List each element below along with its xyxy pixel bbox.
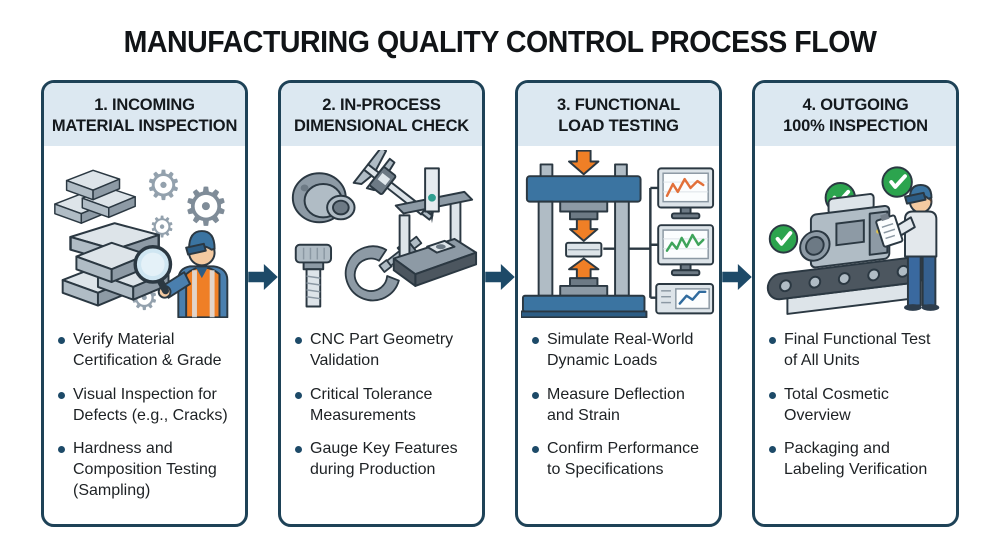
stage-2-title-line-2: DIMENSIONAL CHECK	[293, 116, 470, 135]
down-arrow-icon	[567, 150, 599, 176]
bullet-item: CNC Part Geometry Validation	[295, 330, 474, 372]
stage-1-title-line-2: MATERIAL INSPECTION	[51, 116, 238, 135]
right-arrow-icon	[248, 264, 278, 290]
ingots-gears-inspector-icon: ⚙ ⚙ ⚙ ⚙	[53, 162, 229, 319]
stage-4-title-line-2: 100% INSPECTION	[783, 116, 928, 135]
bullet-item: Simulate Real-World Dynamic Loads	[532, 330, 711, 372]
process-flow: 1. INCOMING MATERIAL INSPECTION ⚙ ⚙ ⚙ ⚙	[0, 80, 1000, 527]
stage-panel-2: 2. IN-PROCESS DIMENSIONAL CHECK	[278, 80, 485, 527]
page-title: MANUFACTURING QUALITY CONTROL PROCESS FL…	[123, 24, 877, 59]
stage-1-header: 1. INCOMING MATERIAL INSPECTION	[44, 83, 245, 147]
stage-3-illustration	[518, 146, 719, 323]
right-arrow-icon	[722, 264, 752, 290]
data-logger-icon	[654, 283, 714, 315]
monitor-icon	[656, 224, 714, 277]
bullet-item: Verify Material Certification & Grade	[58, 330, 237, 372]
stage-1-title-line-1: 1. INCOMING	[94, 96, 195, 114]
stage-4-bullets: Final Functional Test of All Units Total…	[755, 330, 956, 494]
load-arrows-icon	[567, 150, 599, 280]
bullet-item: Hardness and Composition Testing (Sampli…	[58, 439, 237, 501]
product-unit-icon	[798, 193, 890, 269]
right-arrow-icon	[485, 264, 515, 290]
stage-2-title-line-1: 2. IN-PROCESS	[322, 96, 441, 114]
inspector-icon	[157, 230, 228, 319]
bullet-item: Packaging and Labeling Verification	[769, 439, 948, 481]
final-inspection-icon	[766, 166, 939, 316]
bullet-item: Measure Deflection and Strain	[532, 385, 711, 427]
bullet-item: Confirm Performance to Specifications	[532, 439, 711, 481]
clipboard-icon	[874, 213, 903, 248]
load-test-press-icon	[520, 150, 714, 319]
check-circle-icon	[768, 224, 798, 254]
stage-2-bullets: CNC Part Geometry Validation Critical To…	[281, 330, 482, 494]
stage-4-title-line-1: 4. OUTGOING	[802, 96, 909, 114]
flow-arrow-3	[722, 80, 752, 290]
stage-panel-1: 1. INCOMING MATERIAL INSPECTION ⚙ ⚙ ⚙ ⚙	[41, 80, 248, 527]
cmm-machine-icon	[392, 167, 477, 288]
stage-4-illustration	[755, 146, 956, 323]
stage-panel-4: 4. OUTGOING 100% INSPECTION	[752, 80, 959, 527]
bullet-item: Total Cosmetic Overview	[769, 385, 948, 427]
flow-arrow-2	[485, 80, 515, 290]
stage-1-bullets: Verify Material Certification & Grade Vi…	[44, 330, 245, 515]
magnifier-icon	[132, 245, 172, 295]
inspector-icon	[874, 184, 939, 312]
stage-3-bullets: Simulate Real-World Dynamic Loads Measur…	[518, 330, 719, 494]
bolt-icon	[294, 244, 332, 308]
metrology-tools-icon	[291, 150, 477, 308]
stage-3-title-line-2: LOAD TESTING	[558, 116, 679, 135]
bullet-item: Final Functional Test of All Units	[769, 330, 948, 372]
up-arrow-icon	[567, 257, 599, 280]
bullet-item: Gauge Key Features during Production	[295, 439, 474, 481]
svg-text:⚙: ⚙	[145, 162, 182, 210]
stage-2-illustration	[281, 146, 482, 323]
stage-4-header: 4. OUTGOING 100% INSPECTION	[755, 83, 956, 147]
stage-2-header: 2. IN-PROCESS DIMENSIONAL CHECK	[281, 83, 482, 147]
check-circle-icon	[880, 166, 913, 198]
stage-panel-3: 3. FUNCTIONAL LOAD TESTING	[515, 80, 722, 527]
bullet-item: Visual Inspection for Defects (e.g., Cra…	[58, 385, 237, 427]
press-machine-icon	[520, 163, 647, 319]
stage-3-header: 3. FUNCTIONAL LOAD TESTING	[518, 83, 719, 147]
bullet-item: Critical Tolerance Measurements	[295, 385, 474, 427]
svg-text:⚙: ⚙	[182, 177, 229, 238]
flow-arrow-1	[248, 80, 278, 290]
machined-part-icon	[291, 172, 356, 224]
stage-3-title-line-1: 3. FUNCTIONAL	[557, 96, 680, 114]
stage-1-illustration: ⚙ ⚙ ⚙ ⚙	[44, 146, 245, 323]
monitor-icon	[656, 167, 714, 220]
down-arrow-icon	[568, 218, 598, 243]
